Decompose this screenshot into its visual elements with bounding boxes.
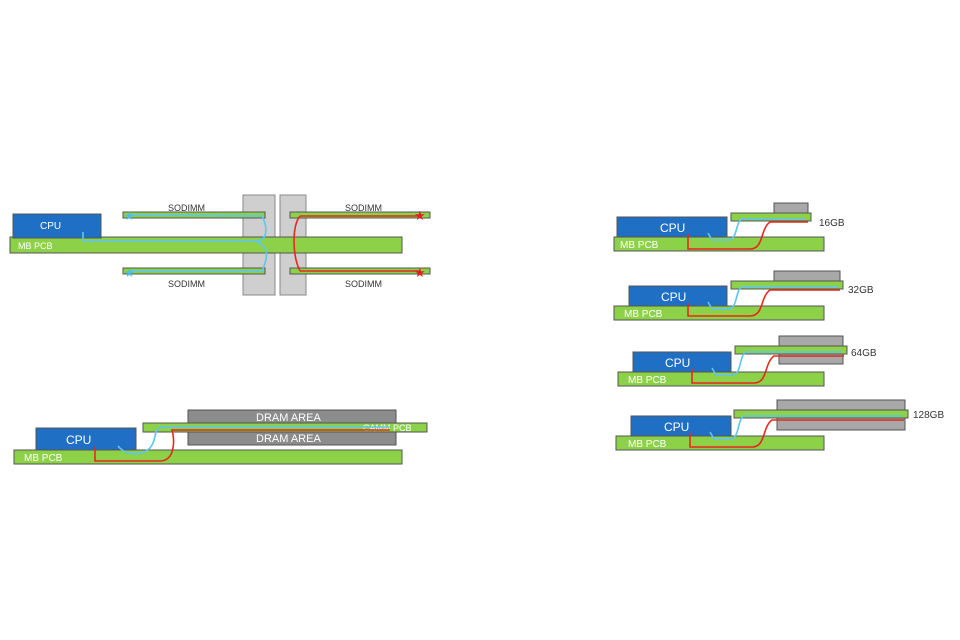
dram-area-bottom xyxy=(187,431,397,446)
trace-blue-bottom xyxy=(130,240,268,272)
cpu-label-32gb: CPU xyxy=(661,290,686,304)
camm-mb-pcb-board xyxy=(13,449,403,465)
dram-area-bottom-label: DRAM AREA xyxy=(256,433,321,445)
capacity-16gb: MB PCB CPU 16GB xyxy=(613,202,845,252)
cpu-label-16gb: CPU xyxy=(660,221,685,235)
camm-cpu-block xyxy=(35,427,137,451)
cpu-block-64gb xyxy=(632,351,732,373)
camm-pcb-32gb xyxy=(730,280,844,290)
trace-red-128gb xyxy=(689,419,904,448)
sodimm-top-right xyxy=(289,211,431,219)
camm-trace-red xyxy=(94,429,390,462)
dram-chip-128gb-top xyxy=(776,399,906,411)
star-red-bottom-icon: ★ xyxy=(414,265,426,280)
cpu-label-128gb: CPU xyxy=(664,420,689,434)
dram-chip-16gb xyxy=(773,202,809,214)
mb-pcb-label: MB PCB xyxy=(18,241,53,251)
mb-pcb-label-32gb: MB PCB xyxy=(624,309,663,320)
camm-cpu-label: CPU xyxy=(66,433,91,447)
star-blue-top-icon: ★ xyxy=(124,209,135,223)
sodimm-label-bottom-left: SODIMM xyxy=(168,279,205,289)
camm-mb-pcb-label: MB PCB xyxy=(24,453,63,464)
trace-blue-128gb xyxy=(709,415,902,440)
dram-chip-128gb-bottom xyxy=(776,417,906,431)
capacity-64gb: MB PCB CPU 64GB xyxy=(617,335,877,387)
capacity-label-32gb: 32GB xyxy=(848,285,874,296)
cpu-label: CPU xyxy=(40,221,61,232)
trace-blue-32gb xyxy=(707,286,838,310)
capacity-label-64gb: 64GB xyxy=(851,348,877,359)
trace-red-arc xyxy=(293,215,301,272)
camm-pcb-label: CAMM PCB xyxy=(363,423,412,433)
cpu-block-32gb xyxy=(628,285,728,307)
dram-chip-64gb-bottom xyxy=(778,353,844,365)
cpu-block-16gb xyxy=(616,216,728,238)
trace-blue-16gb xyxy=(707,218,805,241)
cpu-label-64gb: CPU xyxy=(665,356,690,370)
cpu-block xyxy=(12,213,102,239)
capacity-label-16gb: 16GB xyxy=(819,218,845,229)
cpu-block-128gb xyxy=(630,415,732,437)
sodimm-diagram: MB PCB CPU ★ ★ ★ ★ SODIMM SODIMM SODIMM … xyxy=(9,194,431,296)
dram-chip-64gb-top xyxy=(778,335,844,347)
camm-pcb-16gb xyxy=(730,212,812,222)
mb-pcb-label-16gb: MB PCB xyxy=(620,240,659,251)
mb-pcb-label-64gb: MB PCB xyxy=(628,375,667,386)
star-red-top-icon: ★ xyxy=(414,208,426,223)
trace-red-16gb xyxy=(687,221,808,250)
camm-trace-blue xyxy=(117,426,390,455)
capacity-32gb: MB PCB CPU 32GB xyxy=(613,270,874,321)
dram-area-top-label: DRAM AREA xyxy=(256,412,321,424)
camm-diagram: MB PCB CPU DRAM AREA CAMM PCB DRAM AREA xyxy=(13,409,428,465)
capacity-diagrams: MB PCB CPU 16GB MB PCB CPU 32GB MB PCB xyxy=(613,202,944,451)
sodimm-label-bottom-right: SODIMM xyxy=(345,279,382,289)
capacity-label-128gb: 128GB xyxy=(913,410,944,421)
mb-pcb-board xyxy=(9,236,403,254)
sodimm-label-top-left: SODIMM xyxy=(168,203,205,213)
dram-chip-32gb xyxy=(773,270,841,282)
trace-red-32gb xyxy=(687,289,840,317)
sodimm-label-top-right: SODIMM xyxy=(345,203,382,213)
trace-red-64gb xyxy=(691,355,844,384)
capacity-128gb: MB PCB CPU 128GB xyxy=(615,399,944,451)
star-blue-bottom-icon: ★ xyxy=(124,266,135,280)
trace-blue-64gb xyxy=(711,351,842,376)
mb-pcb-label-128gb: MB PCB xyxy=(628,439,667,450)
